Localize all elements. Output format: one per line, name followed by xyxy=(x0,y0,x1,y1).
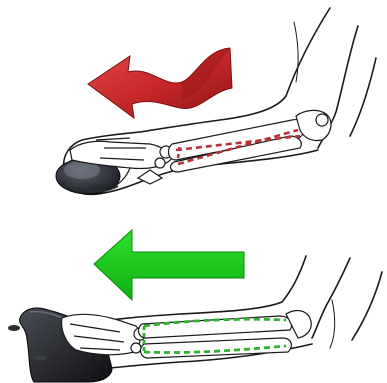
top-panel xyxy=(56,8,376,194)
straight-arrow-icon xyxy=(94,230,244,300)
bottom-panel xyxy=(8,230,382,382)
twisted-arrow-icon xyxy=(88,48,232,118)
